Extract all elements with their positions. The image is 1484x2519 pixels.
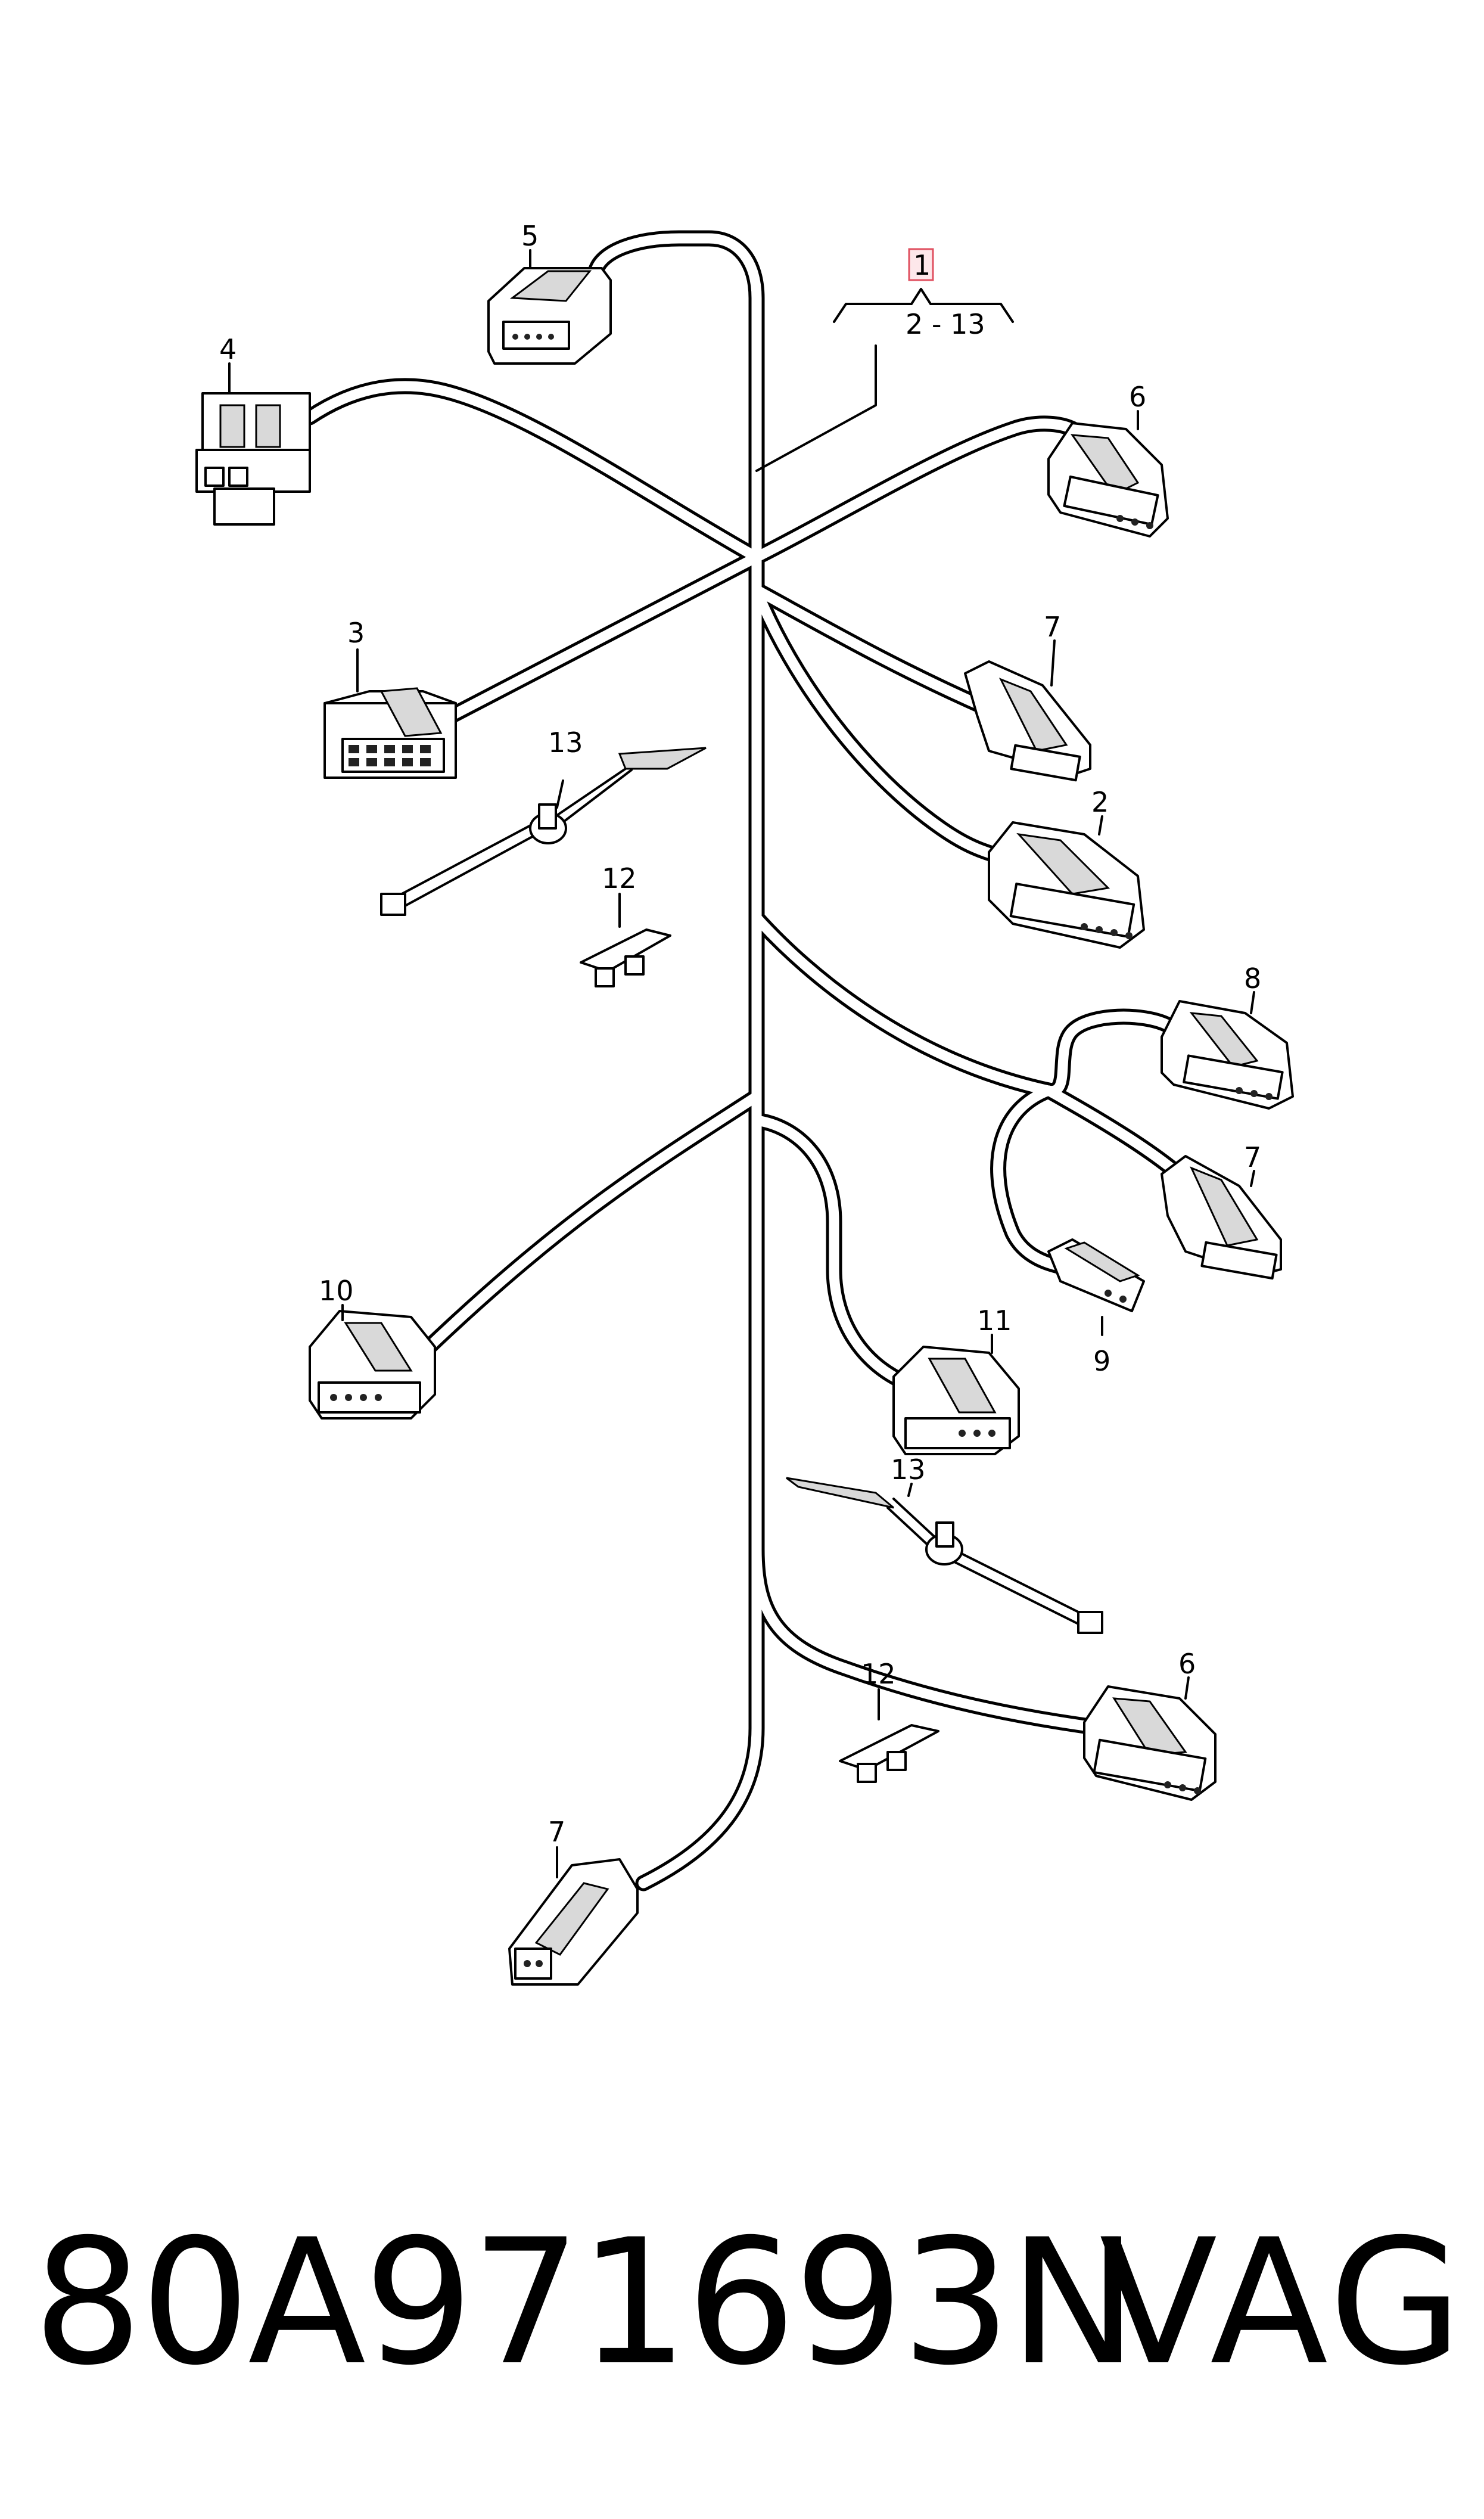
callout-8: 8 bbox=[1244, 962, 1261, 995]
brand-label: VAG bbox=[1099, 2203, 1466, 2403]
connector-2: 2 bbox=[988, 786, 1145, 949]
connector-3: 3 bbox=[323, 617, 457, 779]
callout-7-middle: 7 bbox=[1244, 1141, 1261, 1173]
wiring-harness-diagram: 1 2 - 13 5 4 6 bbox=[195, 220, 1294, 1986]
part-number: 80A971693N bbox=[33, 2203, 1138, 2403]
callout-11: 11 bbox=[977, 1304, 1012, 1337]
cable-tie-13-lower: 13 bbox=[786, 1453, 1103, 1634]
clip-12-upper: 12 bbox=[580, 862, 671, 987]
callout-12-lower: 12 bbox=[861, 1658, 896, 1690]
clip-12-lower: 12 bbox=[839, 1658, 939, 1783]
connector-6-lower: 6 bbox=[1083, 1648, 1217, 1801]
connector-8: 8 bbox=[1161, 962, 1294, 1110]
callout-13-upper: 13 bbox=[548, 726, 583, 759]
callout-7-lower: 7 bbox=[548, 1816, 565, 1848]
range-label: 2 - 13 bbox=[906, 308, 985, 340]
callout-4: 4 bbox=[219, 333, 237, 365]
callout-5: 5 bbox=[521, 220, 539, 252]
connector-11: 11 bbox=[892, 1304, 1020, 1455]
main-item-callout: 1 2 - 13 bbox=[755, 248, 1014, 472]
callout-3: 3 bbox=[347, 617, 365, 649]
callout-7-upper: 7 bbox=[1044, 611, 1061, 643]
callout-13-lower: 13 bbox=[891, 1453, 926, 1486]
harness-wires bbox=[301, 230, 1200, 1891]
connector-7-middle: 7 bbox=[1161, 1141, 1282, 1280]
callout-9: 9 bbox=[1093, 1345, 1110, 1377]
connector-6-top: 6 bbox=[1047, 381, 1169, 538]
callout-10: 10 bbox=[319, 1275, 354, 1307]
connector-4: 4 bbox=[195, 333, 311, 526]
callout-12-upper: 12 bbox=[602, 862, 637, 894]
connector-10: 10 bbox=[309, 1275, 436, 1420]
connector-5: 5 bbox=[487, 220, 612, 365]
callout-6-lower: 6 bbox=[1178, 1648, 1196, 1680]
callout-6-top: 6 bbox=[1129, 381, 1146, 413]
cable-tie-13-upper: 13 bbox=[380, 726, 707, 916]
connector-9: 9 bbox=[1047, 1238, 1145, 1377]
callout-2: 2 bbox=[1091, 786, 1109, 818]
connector-7-upper: 7 bbox=[964, 611, 1091, 782]
main-item-label: 1 bbox=[913, 249, 931, 281]
connector-7-lower: 7 bbox=[508, 1816, 639, 1986]
